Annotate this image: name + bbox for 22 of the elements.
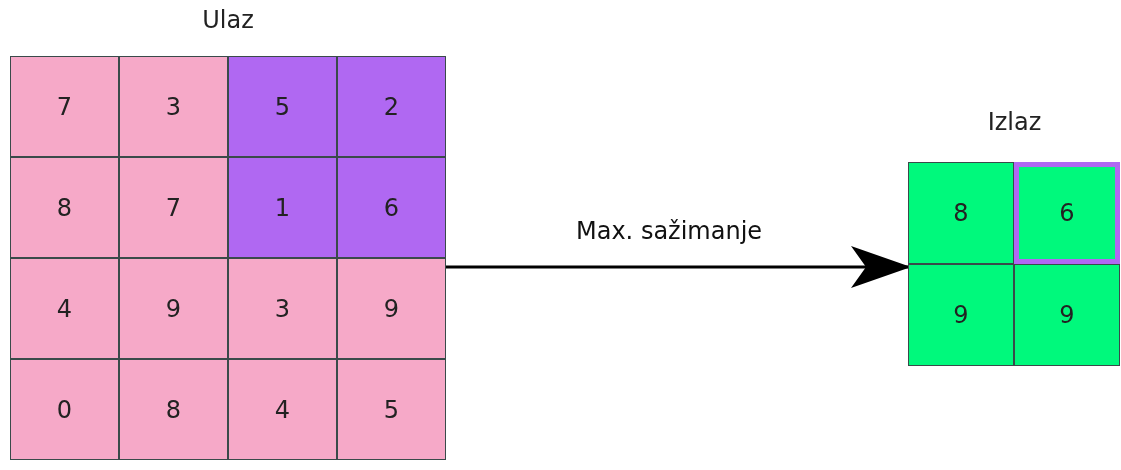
matrix-title: Izlaz bbox=[987, 108, 1042, 136]
matrix-cell: 3 bbox=[119, 56, 228, 157]
matrix-cell: 8 bbox=[10, 157, 119, 258]
matrix-cell: 9 bbox=[119, 258, 228, 359]
matrix-cell: 8 bbox=[908, 162, 1014, 264]
matrix-cell: 5 bbox=[228, 56, 337, 157]
matrix-cell: 9 bbox=[1014, 264, 1120, 366]
matrix-cell: 9 bbox=[337, 258, 446, 359]
matrix-cell: 1 bbox=[228, 157, 337, 258]
matrix-title: Ulaz bbox=[202, 6, 254, 34]
matrix-cell: 4 bbox=[228, 359, 337, 460]
matrix-cell: 6 bbox=[337, 157, 446, 258]
matrix-cell: 6 bbox=[1014, 162, 1120, 264]
matrix-cell: 9 bbox=[908, 264, 1014, 366]
matrix-cell: 8 bbox=[119, 359, 228, 460]
matrix-cell: 2 bbox=[337, 56, 446, 157]
matrix-cell: 0 bbox=[10, 359, 119, 460]
matrix-cell: 4 bbox=[10, 258, 119, 359]
matrix-cell: 5 bbox=[337, 359, 446, 460]
matrix-cell: 7 bbox=[119, 157, 228, 258]
matrix-cell: 7 bbox=[10, 56, 119, 157]
matrix-cell: 3 bbox=[228, 258, 337, 359]
